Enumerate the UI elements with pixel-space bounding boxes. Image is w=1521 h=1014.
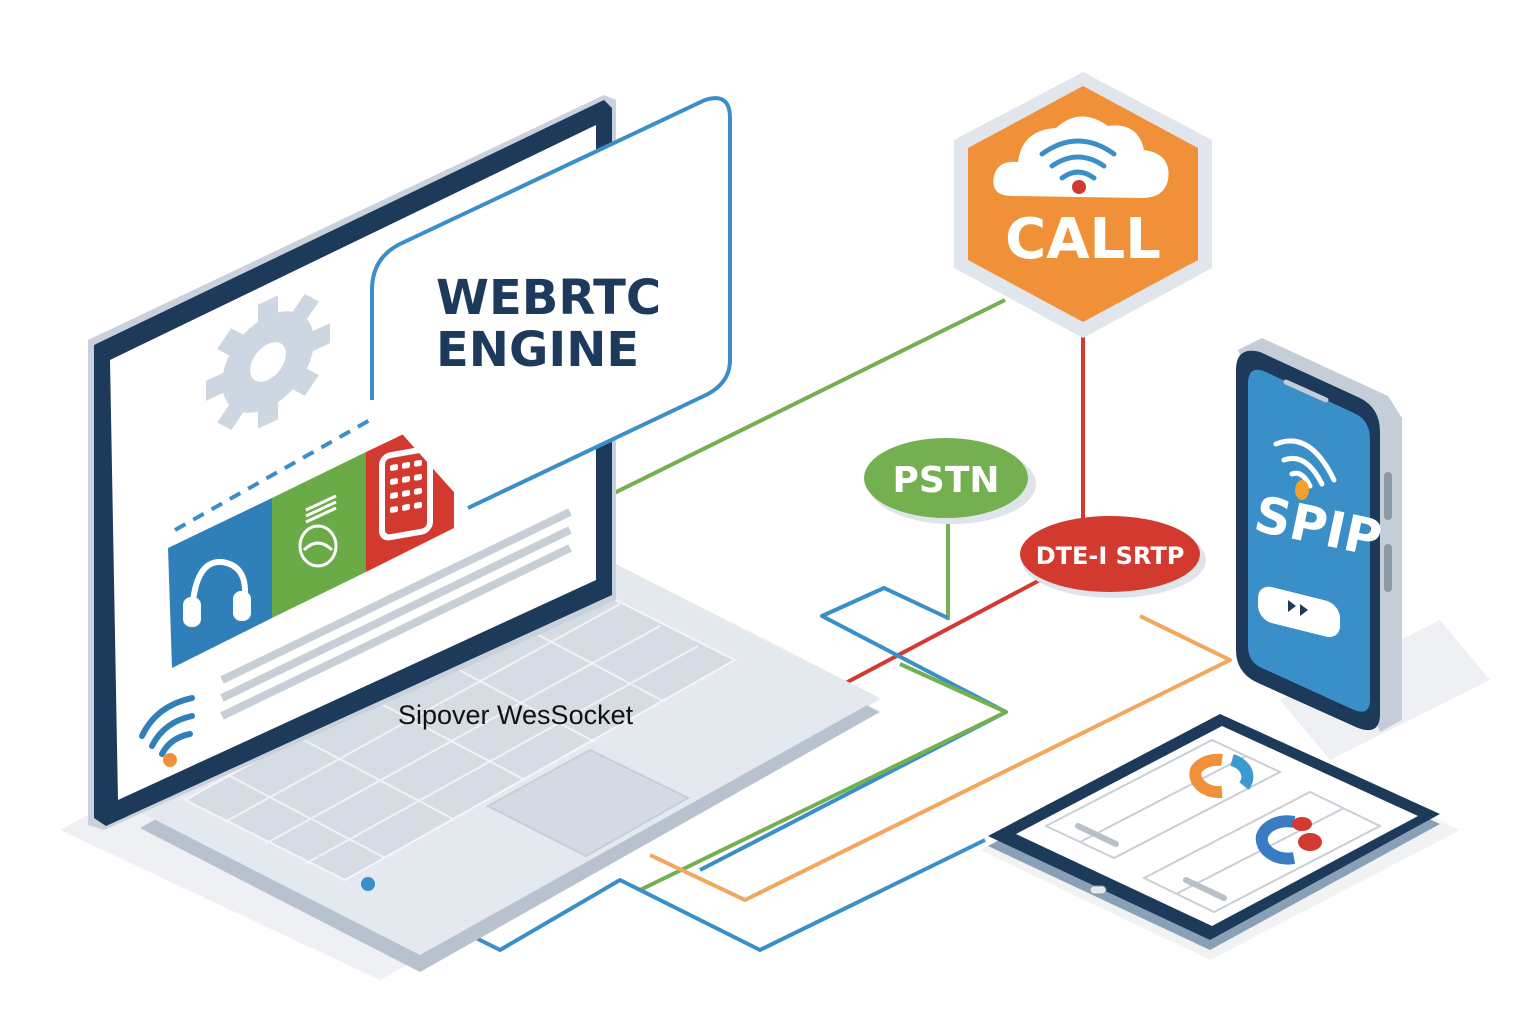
- call-node[interactable]: CALL: [954, 72, 1212, 338]
- connection-dot: [361, 877, 375, 891]
- wifi-icon: [139, 695, 195, 767]
- dashed-connector: [174, 418, 371, 532]
- call-label: CALL: [1005, 207, 1161, 272]
- tile-globe: [272, 452, 366, 618]
- play-icon: [1288, 600, 1308, 616]
- cloud-wifi-icon: [993, 116, 1169, 198]
- screen-text-lines: [220, 508, 572, 720]
- phone-wifi-icon: [1273, 438, 1337, 489]
- phone-button-1: [1384, 472, 1392, 520]
- srtp-node[interactable]: DTE-I SRTP: [1020, 516, 1206, 598]
- keypad-icon: [379, 446, 433, 541]
- engine-panel-frame: [370, 96, 732, 510]
- laptop-caption: Sipover WesSocket: [398, 700, 634, 730]
- phone-button-2: [1384, 544, 1392, 592]
- pstn-label: PSTN: [893, 460, 1000, 501]
- phone-signal-dot: [1295, 480, 1309, 500]
- donut-chart-icon-2: [1255, 815, 1322, 865]
- trackpad: [485, 748, 691, 858]
- phone-speaker: [1283, 379, 1329, 403]
- tablet-screen: [1016, 726, 1418, 926]
- orange-line-phone: [649, 614, 1232, 902]
- keyboard-keys: [224, 603, 699, 865]
- phone-play-button[interactable]: [1258, 584, 1340, 640]
- engine-title-line1: WEBRTC: [436, 270, 661, 326]
- smartphone: SPIP: [1236, 338, 1402, 732]
- engine-title-line2: ENGINE: [436, 322, 639, 378]
- donut-chart-icon-1: [1189, 753, 1254, 799]
- tablet-home-button[interactable]: [1089, 885, 1107, 895]
- pstn-node[interactable]: PSTN: [864, 438, 1036, 524]
- blue-line-network: [699, 586, 1008, 872]
- srtp-label: DTE-I SRTP: [1036, 542, 1185, 570]
- red-line-srtp-to-laptop: [839, 578, 1041, 688]
- tablet-bar-1: [1075, 823, 1119, 847]
- gear-icon: [206, 293, 330, 431]
- srtp-ellipse: [1020, 516, 1200, 592]
- tablet-bar-2: [1183, 877, 1227, 901]
- tablet: [988, 714, 1440, 950]
- globe-icon: [298, 494, 338, 568]
- headphones-icon: [183, 558, 251, 627]
- green-line-call-to-engine: [599, 298, 1006, 502]
- pstn-ellipse: [864, 438, 1028, 518]
- webrtc-engine-panel: WEBRTC ENGINE: [370, 96, 732, 510]
- green-line-bottom: [639, 662, 1008, 892]
